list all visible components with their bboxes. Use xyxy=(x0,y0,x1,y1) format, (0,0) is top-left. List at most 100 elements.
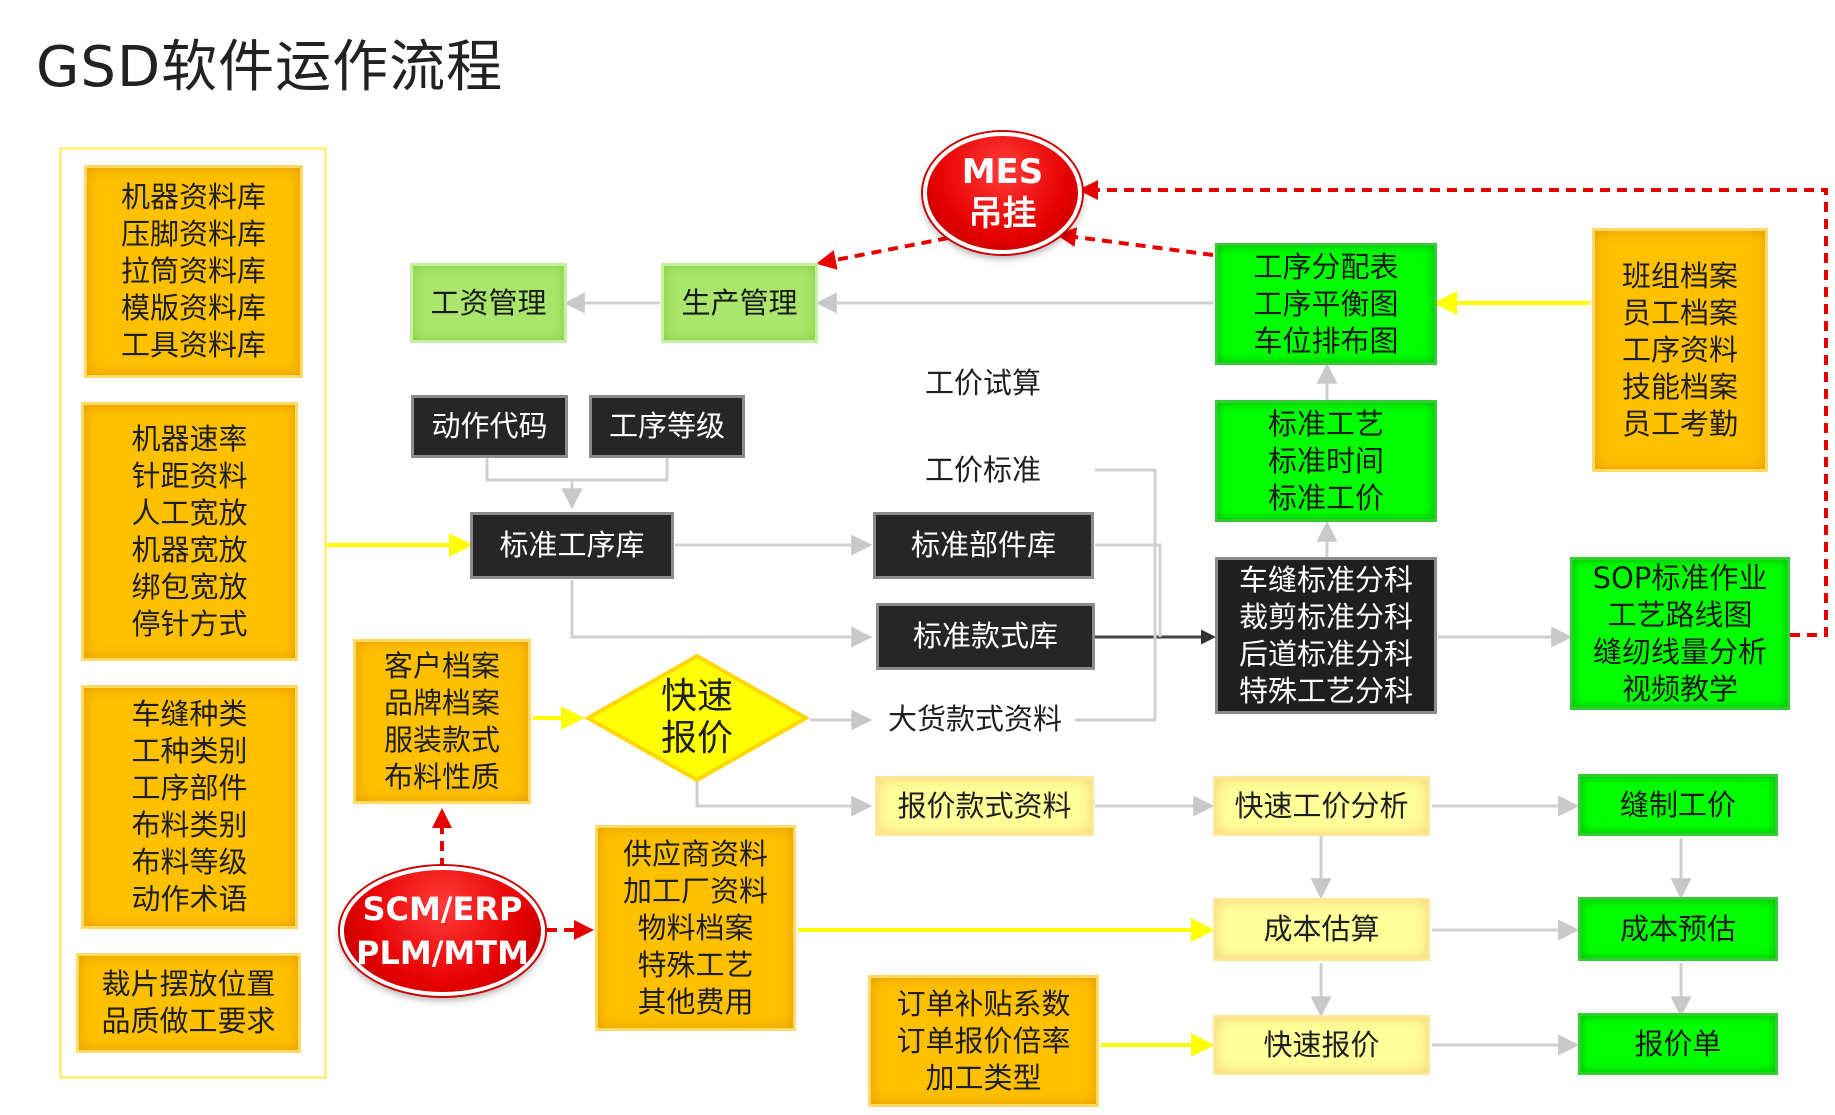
block-line: 布料类别 xyxy=(131,808,248,842)
std-craft-box[interactable]: 标准工艺 标准时间 标准工价 xyxy=(1215,400,1437,522)
prod-mgmt-box[interactable]: 生产管理 xyxy=(661,263,818,343)
quick-quote-box[interactable]: 快速报价 xyxy=(1213,1015,1430,1075)
diamond-line: 报价 xyxy=(660,718,733,759)
box-line: 标准工价 xyxy=(1267,480,1384,515)
arrow-quote-to-quotestyle xyxy=(695,780,873,817)
box-line: 车缝标准分科 xyxy=(1238,562,1413,597)
category-block: 车缝种类 工种类别 工序部件 布料类别 布料等级 动作术语 xyxy=(81,685,298,929)
box-line: 客户档案 xyxy=(383,648,500,683)
box-line: 标准时间 xyxy=(1267,443,1384,478)
block-line: 人工宽放 xyxy=(131,495,248,530)
block-line: 针距资料 xyxy=(131,458,248,493)
supplier-box[interactable]: 供应商资料 加工厂资料 物料档案 特殊工艺 其他费用 xyxy=(595,825,796,1031)
box-line: 加工类型 xyxy=(925,1060,1042,1095)
block-line: 车缝种类 xyxy=(131,697,248,731)
box-line: 技能档案 xyxy=(1621,369,1738,404)
box-line: 服装款式 xyxy=(383,722,500,757)
diamond-line: 快速 xyxy=(660,676,733,717)
block-line: 品质做工要求 xyxy=(101,1004,276,1038)
wage-trial-label: 工价试算 xyxy=(925,366,1042,400)
std-style-lib-box[interactable]: 标准款式库 xyxy=(876,603,1095,670)
arrow-sop-to-mes xyxy=(1078,180,1828,637)
team-box[interactable]: 班组档案 员工档案 工序资料 技能档案 员工考勤 xyxy=(1592,228,1768,472)
rate-block: 机器速率 针距资料 人工宽放 机器宽放 绑包宽放 停针方式 xyxy=(81,402,298,661)
mes-node[interactable]: MES 吊挂 xyxy=(923,132,1082,254)
box-line: 班组档案 xyxy=(1621,258,1738,293)
box-line: SOP标准作业 xyxy=(1592,560,1768,595)
block-line: 绑包宽放 xyxy=(131,569,248,604)
sewing-wage-label: 缝制工价 xyxy=(1619,787,1736,822)
scm-label: SCM/ERP xyxy=(362,890,523,928)
quote-sheet-box[interactable]: 报价单 xyxy=(1578,1013,1778,1075)
box-line: 员工考勤 xyxy=(1621,406,1738,441)
cost-forecast-box[interactable]: 成本预估 xyxy=(1578,897,1778,961)
scm-sublabel: PLM/MTM xyxy=(356,934,529,972)
mes-label: MES xyxy=(961,152,1044,192)
quick-quote-box-label: 快速报价 xyxy=(1263,1027,1380,1062)
wage-mgmt-label: 工资管理 xyxy=(430,285,547,320)
action-code-label: 动作代码 xyxy=(431,409,548,443)
arrow-action-to-std xyxy=(485,458,583,510)
block-line: 压脚资料库 xyxy=(120,217,266,251)
box-line: 裁剪标准分科 xyxy=(1238,599,1413,634)
box-line: 工序平衡图 xyxy=(1253,286,1399,321)
quick-wage-analysis-label: 快速工价分析 xyxy=(1234,788,1409,823)
box-line: 供应商资料 xyxy=(622,836,768,871)
block-line: 裁片摆放位置 xyxy=(101,967,276,1001)
sewing-wage-box[interactable]: 缝制工价 xyxy=(1578,774,1778,836)
process-grade-label: 工序等级 xyxy=(608,409,725,443)
quality-block: 裁片摆放位置 品质做工要求 xyxy=(76,953,301,1053)
quick-wage-analysis-box[interactable]: 快速工价分析 xyxy=(1213,776,1430,836)
process-assign-box[interactable]: 工序分配表 工序平衡图 车位排布图 xyxy=(1215,243,1437,365)
std-analysis-box[interactable]: 车缝标准分科 裁剪标准分科 后道标准分科 特殊工艺分科 xyxy=(1215,557,1437,714)
box-line: 工序资料 xyxy=(1621,332,1738,367)
box-line: 工艺路线图 xyxy=(1607,597,1753,632)
action-code-box[interactable]: 动作代码 xyxy=(411,395,568,458)
page-title: GSD软件运作流程 xyxy=(36,35,504,100)
block-line: 停针方式 xyxy=(131,606,248,641)
block-line: 工具资料库 xyxy=(120,328,266,362)
cost-estimate-box[interactable]: 成本估算 xyxy=(1213,898,1430,961)
cost-forecast-label: 成本预估 xyxy=(1619,911,1736,946)
box-line: 工序分配表 xyxy=(1253,249,1399,284)
std-process-lib-label: 标准工序库 xyxy=(499,528,645,562)
box-line: 标准工艺 xyxy=(1267,406,1384,441)
box-line: 视频教学 xyxy=(1621,671,1738,706)
order-box[interactable]: 订单补贴系数 订单报价倍率 加工类型 xyxy=(868,975,1099,1107)
block-line: 工种类别 xyxy=(131,734,248,768)
quick-quote-diamond[interactable] xyxy=(584,652,810,784)
block-line: 工序部件 xyxy=(131,771,248,805)
block-line: 机器速率 xyxy=(131,421,248,456)
arrow-mes-to-prod xyxy=(816,236,949,270)
scm-node[interactable]: SCM/ERP PLM/MTM xyxy=(340,866,545,996)
left-frame xyxy=(59,147,327,1079)
arrow-grade-to-std xyxy=(572,458,669,482)
block-line: 模版资料库 xyxy=(120,291,266,325)
box-line: 订单报价倍率 xyxy=(896,1023,1071,1058)
block-line: 机器资料库 xyxy=(120,180,266,214)
process-grade-box[interactable]: 工序等级 xyxy=(589,395,745,458)
box-line: 后道标准分科 xyxy=(1238,636,1413,671)
std-style-lib-label: 标准款式库 xyxy=(912,619,1058,653)
bracket-right xyxy=(1075,468,1157,722)
mes-sublabel: 吊挂 xyxy=(968,194,1037,234)
block-line: 拉筒资料库 xyxy=(120,254,266,288)
arrow-assign-to-mes xyxy=(1056,227,1214,257)
quote-style-box[interactable]: 报价款式资料 xyxy=(875,776,1094,836)
sop-box[interactable]: SOP标准作业 工艺路线图 缝纫线量分析 视频教学 xyxy=(1570,557,1790,710)
box-line: 加工厂资料 xyxy=(622,873,768,908)
box-line: 其他费用 xyxy=(637,984,754,1019)
std-part-lib-box[interactable]: 标准部件库 xyxy=(873,512,1094,579)
std-part-lib-label: 标准部件库 xyxy=(910,528,1056,562)
wage-standard-label: 工价标准 xyxy=(925,453,1042,487)
quick-quote-label: 快速 报价 xyxy=(584,672,810,764)
box-line: 物料档案 xyxy=(637,910,754,945)
std-process-lib-box[interactable]: 标准工序库 xyxy=(470,512,674,579)
customer-box[interactable]: 客户档案 品牌档案 服装款式 布料性质 xyxy=(353,639,531,804)
box-line: 车位排布图 xyxy=(1253,323,1399,358)
box-line: 布料性质 xyxy=(383,759,500,794)
wage-mgmt-box[interactable]: 工资管理 xyxy=(410,263,567,343)
cost-estimate-label: 成本估算 xyxy=(1263,912,1380,946)
library-block: 机器资料库 压脚资料库 拉筒资料库 模版资料库 工具资料库 xyxy=(84,165,303,378)
